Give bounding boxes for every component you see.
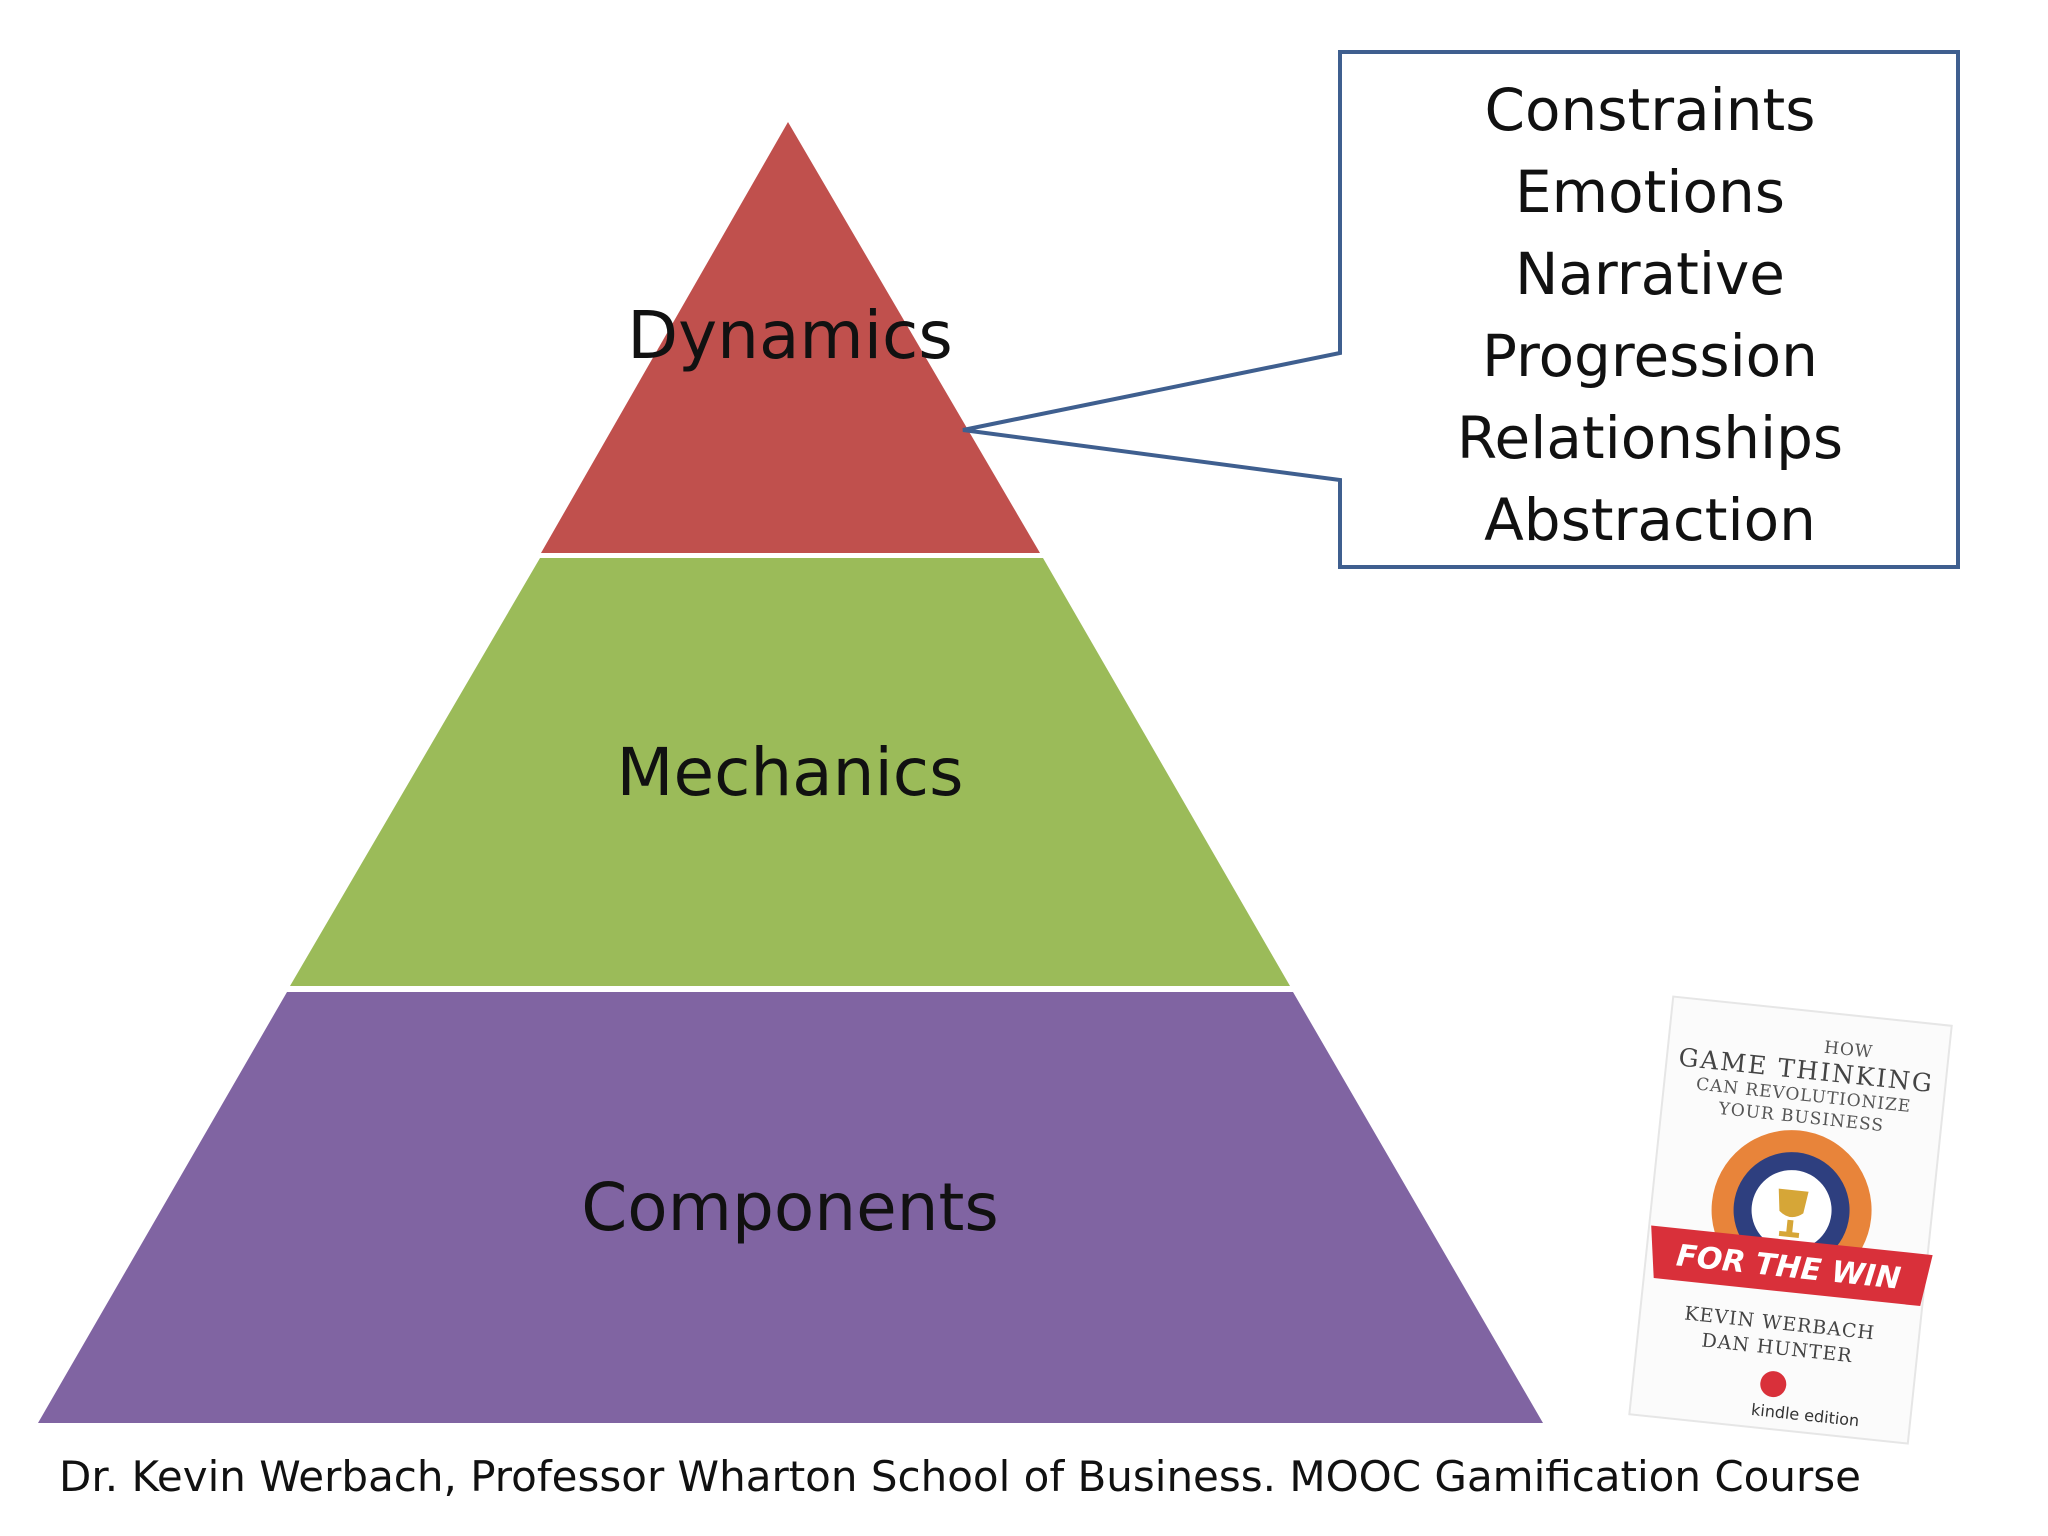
callout-item-emotions: Emotions xyxy=(1515,158,1785,226)
callout-item-constraints: Constraints xyxy=(1485,76,1816,144)
callout-item-relationships: Relationships xyxy=(1457,404,1843,472)
pyramid-tier-dynamics xyxy=(541,122,1040,553)
callout-item-abstraction: Abstraction xyxy=(1484,486,1816,554)
book-title-banner xyxy=(1651,1225,1933,1307)
callout-item-narrative: Narrative xyxy=(1515,240,1785,308)
pyramid-label-dynamics: Dynamics xyxy=(627,297,952,374)
trophy-icon xyxy=(1778,1188,1809,1238)
callout-box xyxy=(962,50,1960,569)
callout-item-progression: Progression xyxy=(1482,322,1818,390)
pyramid-label-mechanics: Mechanics xyxy=(617,734,964,811)
book-seal-icon xyxy=(1760,1371,1787,1398)
source-caption: Dr. Kevin Werbach, Professor Wharton Sch… xyxy=(59,1452,1861,1501)
pyramid-label-components: Components xyxy=(581,1169,999,1246)
book-cover-image: HOW GAME THINKING CAN REVOLUTIONIZE YOUR… xyxy=(1628,995,1953,1445)
pyramid-tier-mechanics xyxy=(290,558,1290,986)
pyramid-tier-components xyxy=(38,992,1543,1423)
